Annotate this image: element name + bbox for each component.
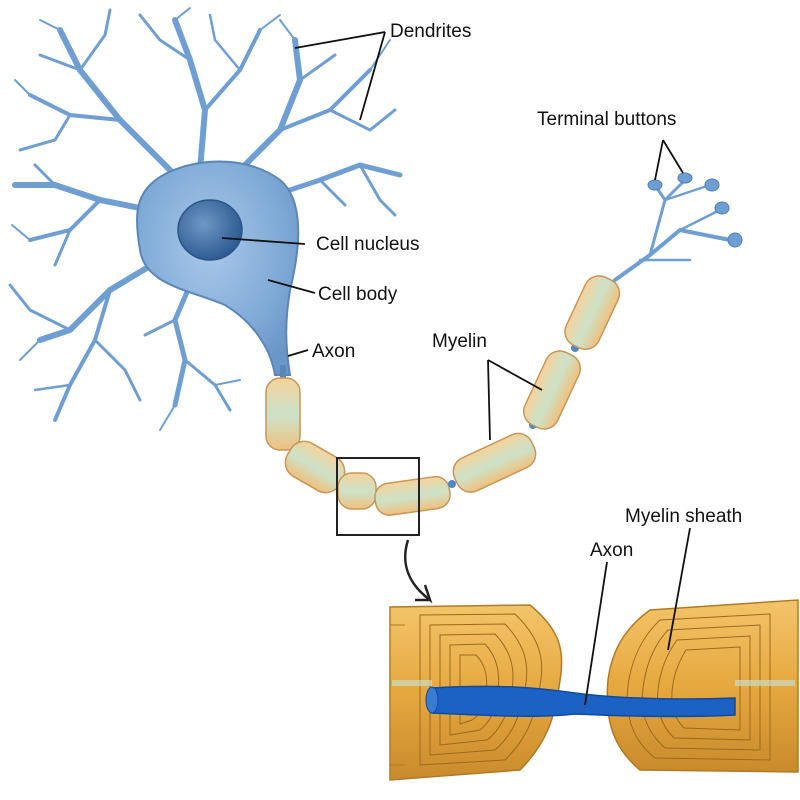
cell-nucleus xyxy=(177,199,243,261)
myelin-segment xyxy=(374,475,451,516)
label-cell-body: Cell body xyxy=(318,284,398,305)
label-myelin-sheath: Myelin sheath xyxy=(625,506,742,527)
label-axon-upper: Axon xyxy=(312,341,355,362)
leader-lines xyxy=(221,31,691,706)
label-terminal-buttons: Terminal buttons xyxy=(537,109,676,130)
myelin-segment xyxy=(522,350,582,430)
axon-core xyxy=(431,685,736,718)
label-cell-nucleus: Cell nucleus xyxy=(316,234,420,255)
cell-body xyxy=(136,160,300,376)
myelin-segment xyxy=(452,432,537,493)
label-axon-lower: Axon xyxy=(590,540,633,561)
zoom-arrow xyxy=(403,539,433,604)
lamellae-right xyxy=(626,613,771,761)
label-dendrites: Dendrites xyxy=(390,21,471,42)
myelin-segment xyxy=(265,377,301,451)
myelin-segment xyxy=(564,275,621,350)
myelin-segment xyxy=(337,472,377,510)
axon-terminals xyxy=(613,178,732,282)
myelinated-axon xyxy=(265,275,621,516)
sheath-detail xyxy=(389,599,799,781)
zoom-box xyxy=(336,457,420,536)
node-of-ranvier xyxy=(448,480,456,488)
terminal-buttons xyxy=(647,172,743,248)
label-myelin: Myelin xyxy=(432,331,487,352)
dendrites xyxy=(8,7,403,431)
